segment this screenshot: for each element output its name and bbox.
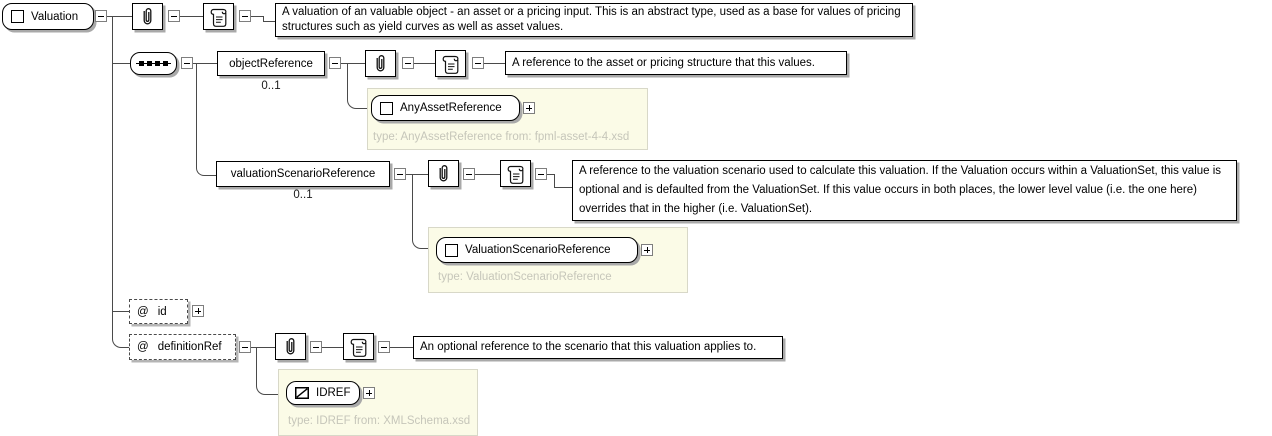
connector-trunk [196, 63, 197, 168]
cardinality-label: 0..1 [261, 80, 281, 92]
attribute-label: id [157, 305, 167, 318]
paperclip-icon [143, 8, 152, 25]
documentation-text-valuation: A valuation of an valuable object - an a… [275, 3, 913, 37]
attribute-at-sign: @ [137, 341, 149, 353]
connector [112, 311, 129, 312]
type-idref[interactable]: IDREF [286, 381, 360, 405]
connector [251, 347, 275, 348]
documentation-node[interactable] [435, 50, 466, 77]
collapse-button[interactable] [535, 168, 547, 180]
collapse-button[interactable] [239, 10, 251, 22]
attribute-label: definitionRef [157, 341, 222, 353]
element-object-reference[interactable]: objectReference [217, 51, 325, 76]
type-note: type: IDREF from: XMLSchema.xsd [288, 415, 471, 427]
documentation-node[interactable] [343, 333, 374, 360]
connector-curve [112, 336, 131, 348]
connector [475, 174, 500, 175]
connector [547, 174, 554, 175]
element-valuation[interactable]: Valuation [2, 3, 94, 30]
element-label: valuationScenarioReference [230, 168, 376, 180]
connector [347, 63, 348, 98]
sequence-icon [136, 61, 171, 66]
expand-button[interactable] [523, 102, 535, 114]
type-label: IDREF [316, 387, 351, 399]
simple-type-icon [295, 387, 309, 399]
connector [256, 347, 257, 384]
documentation-text-valuation-scenario-reference: A reference to the valuation scenario us… [572, 160, 1237, 221]
connector [251, 16, 263, 17]
documentation-text-definition-ref: An optional reference to the scenario th… [413, 336, 783, 359]
expand-button[interactable] [641, 244, 653, 256]
expand-button[interactable] [363, 387, 375, 399]
paperclip-icon [376, 55, 385, 72]
connector-curve [196, 168, 217, 176]
collapse-button[interactable] [463, 168, 475, 180]
doc-text: An optional reference to the scenario th… [420, 341, 757, 353]
annotation-node[interactable] [132, 3, 163, 30]
connector [112, 63, 130, 64]
annotation-node[interactable] [275, 333, 306, 360]
expand-button[interactable] [192, 305, 204, 317]
connector [414, 63, 435, 64]
sequence-compositor[interactable] [130, 52, 177, 75]
collapse-button[interactable] [168, 10, 180, 22]
type-valuation-scenario-reference[interactable]: ValuationScenarioReference [436, 237, 638, 263]
connector [180, 16, 203, 17]
scroll-icon [507, 165, 524, 184]
connector [107, 16, 132, 17]
scroll-icon [442, 55, 459, 74]
collapse-button[interactable] [472, 57, 484, 69]
collapse-button[interactable] [402, 57, 414, 69]
connector [322, 347, 343, 348]
element-icon [11, 10, 24, 23]
type-note: type: ValuationScenarioReference [438, 271, 612, 283]
type-label: ValuationScenarioReference [465, 244, 611, 256]
collapse-button[interactable] [394, 168, 406, 180]
connector [554, 174, 555, 187]
annotation-node[interactable] [428, 160, 459, 187]
connector [390, 347, 413, 348]
documentation-text-object-reference: A reference to the asset or pricing stru… [505, 51, 847, 75]
connector [484, 63, 505, 64]
connector [412, 174, 413, 237]
connector-curve [412, 237, 429, 249]
documentation-node[interactable] [500, 160, 531, 187]
attribute-at-sign: @ [137, 305, 149, 318]
attribute-definition-ref[interactable]: @ definitionRef [129, 334, 236, 360]
connector-trunk [112, 16, 113, 336]
element-label: objectReference [229, 57, 313, 70]
type-label: AnyAssetReference [400, 102, 502, 114]
documentation-node[interactable] [203, 3, 234, 30]
attribute-id[interactable]: @ id [129, 299, 188, 324]
connector [554, 187, 572, 188]
type-any-asset-reference[interactable]: AnyAssetReference [371, 95, 520, 121]
connector [341, 63, 365, 64]
connector [263, 21, 275, 22]
element-valuation-scenario-reference[interactable]: valuationScenarioReference [216, 161, 390, 187]
collapse-button[interactable] [239, 341, 251, 353]
cardinality-label: 0..1 [293, 189, 313, 201]
connector [406, 174, 428, 175]
paperclip-icon [439, 165, 448, 182]
doc-text: A reference to the asset or pricing stru… [512, 56, 815, 69]
collapse-button[interactable] [310, 341, 322, 353]
element-icon [445, 243, 458, 257]
annotation-node[interactable] [365, 50, 396, 77]
scroll-icon [210, 8, 227, 27]
connector [263, 16, 264, 22]
doc-text: A valuation of an valuable object - an a… [282, 6, 901, 33]
paperclip-icon [286, 338, 295, 355]
collapse-button[interactable] [95, 10, 107, 22]
connector [193, 63, 217, 64]
connector-curve [347, 98, 368, 109]
connector-curve [256, 384, 279, 395]
element-icon [380, 101, 393, 115]
collapse-button[interactable] [181, 57, 193, 69]
element-label: Valuation [31, 10, 79, 23]
type-note: type: AnyAssetReference from: fpml-asset… [373, 131, 630, 143]
collapse-button[interactable] [329, 57, 341, 69]
doc-text: A reference to the valuation scenario us… [579, 165, 1222, 215]
collapse-button[interactable] [378, 341, 390, 353]
scroll-icon [350, 338, 367, 357]
